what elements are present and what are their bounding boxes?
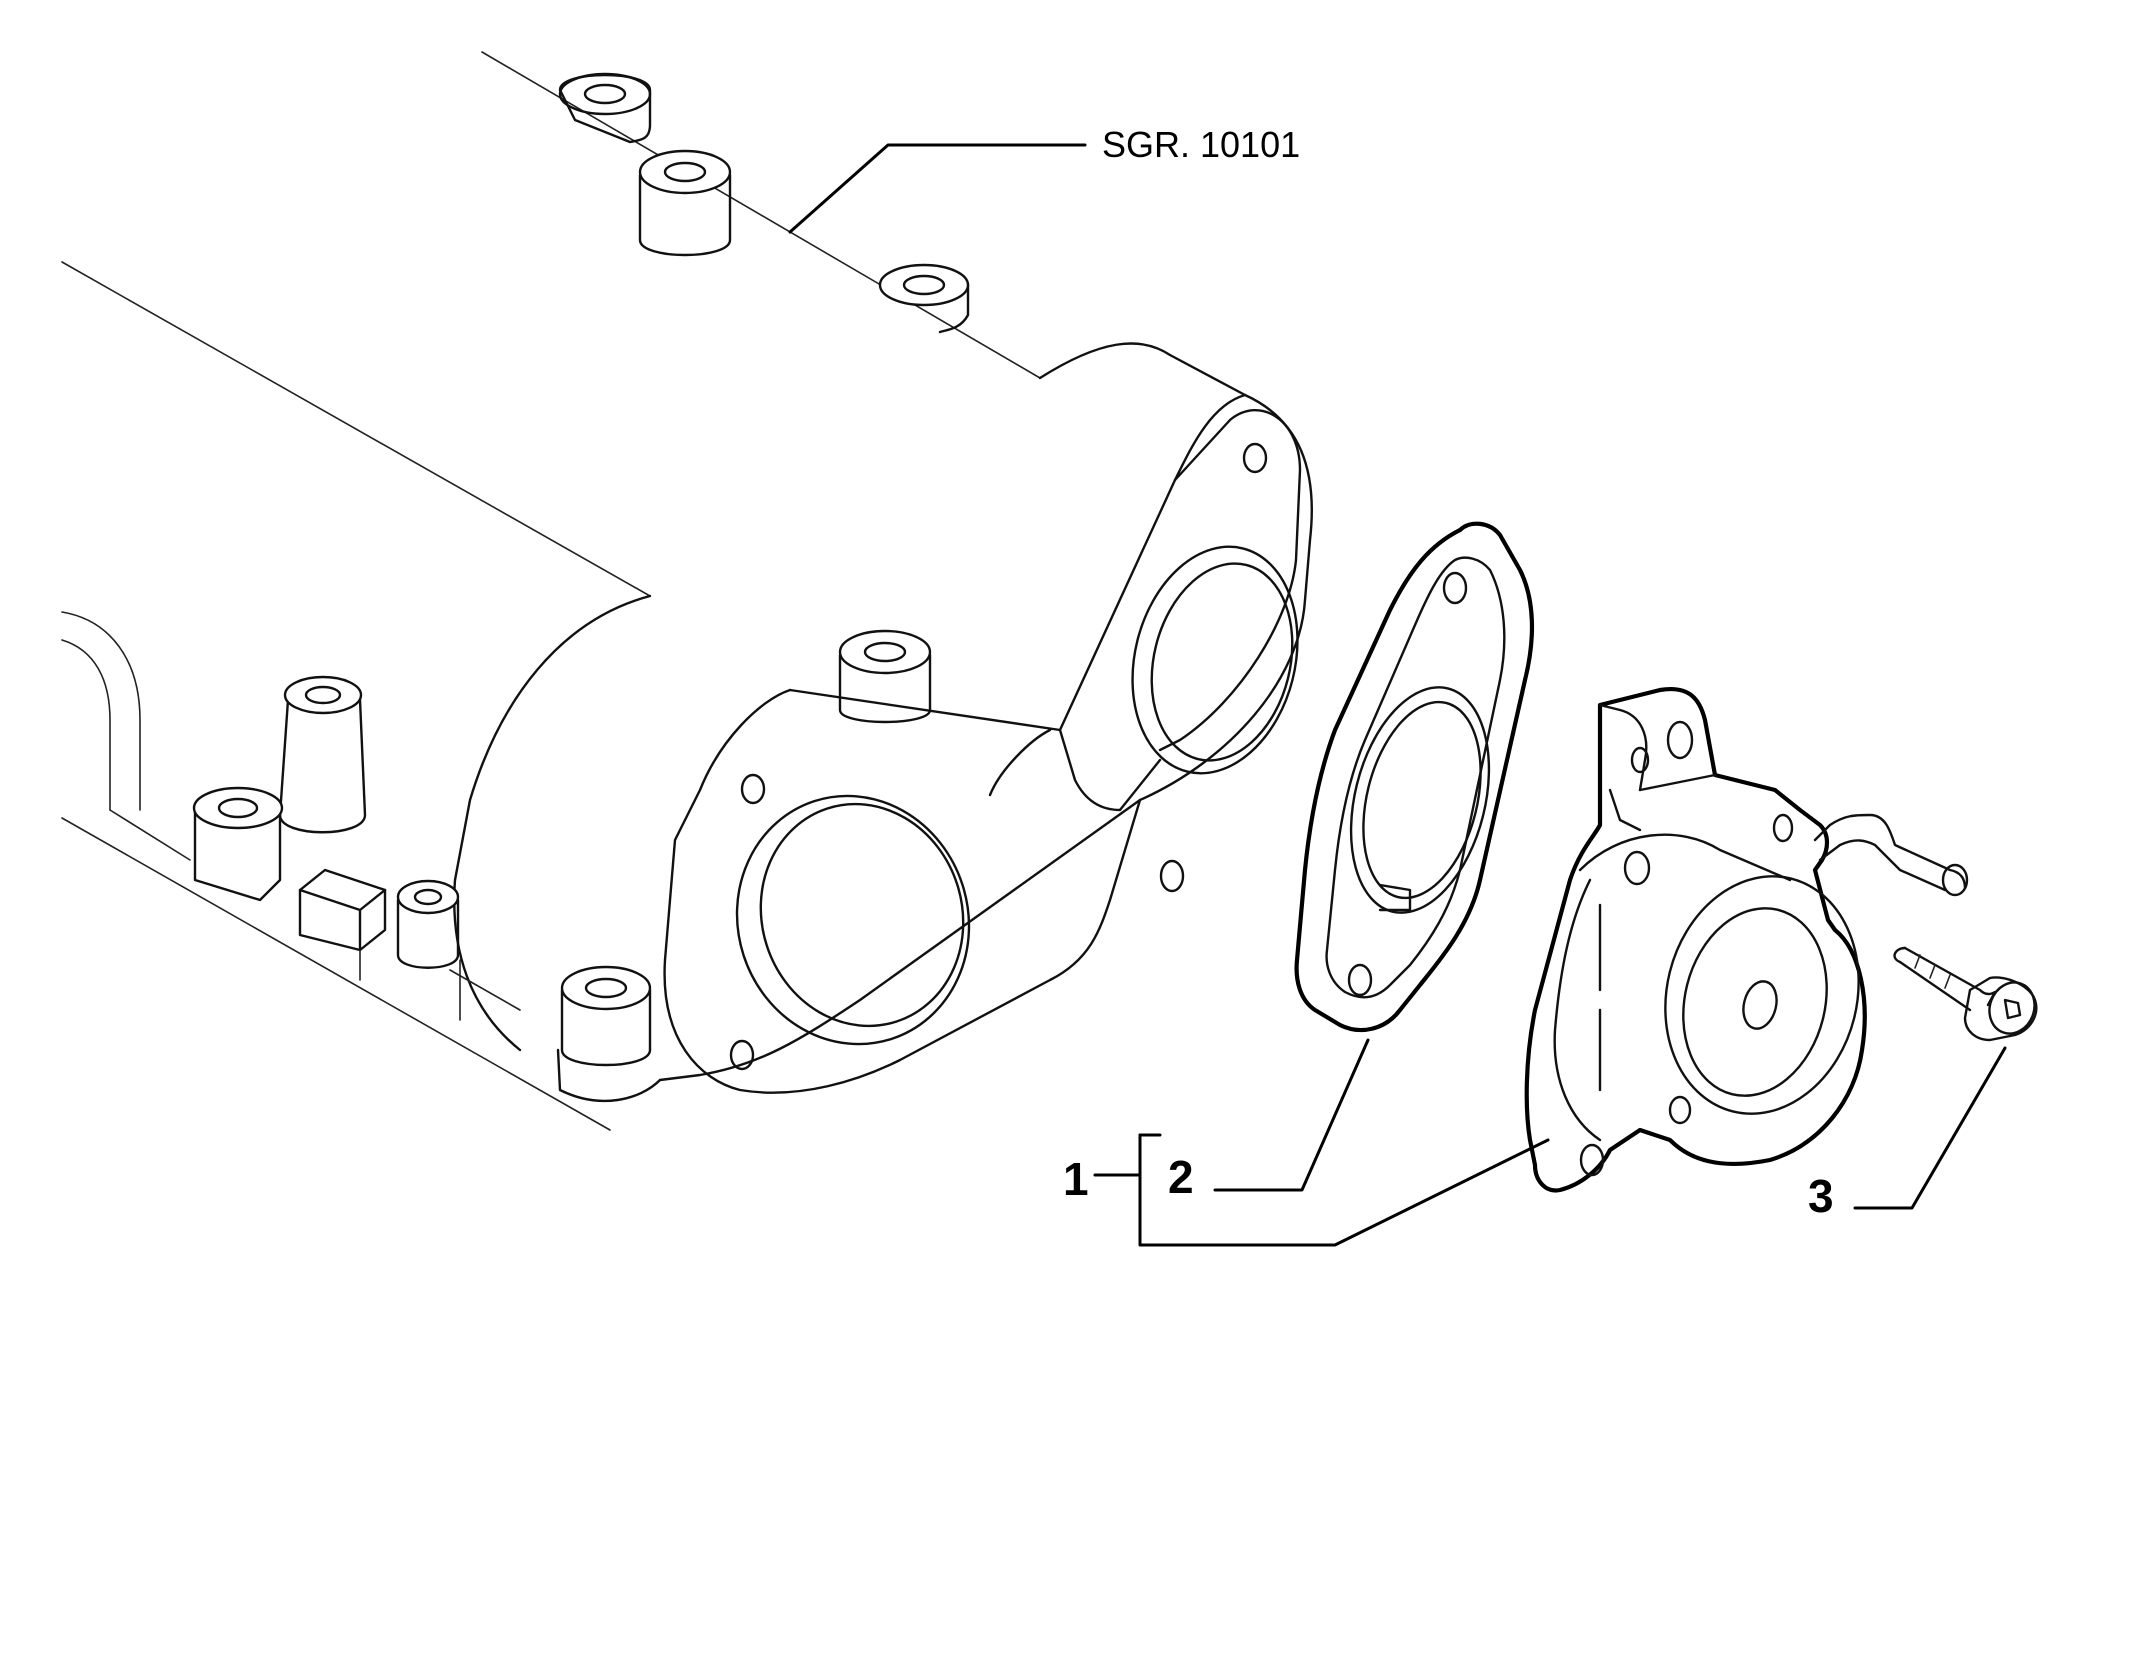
reference-leader	[788, 143, 1087, 234]
callout-1-bracket	[1138, 1138, 1550, 1247]
callout-3-leader	[1853, 1046, 2007, 1210]
boss-top-3	[878, 263, 970, 334]
screw-part	[1893, 946, 2038, 1042]
boss-left-2	[192, 786, 284, 902]
boss-bottom	[556, 965, 662, 1103]
engine-manifold-drawing	[61, 51, 1314, 1131]
callout-3: 3	[1808, 1170, 1834, 1222]
callout-2-leader	[1213, 1038, 1370, 1192]
boss-center	[838, 629, 932, 724]
reference-label: SGR. 10101	[1102, 124, 1300, 165]
boss-top-2	[638, 149, 732, 257]
boss-top-1	[558, 72, 652, 144]
valve-cover-part	[1524, 686, 1969, 1193]
boss-left-3	[396, 879, 460, 969]
gasket-part	[1294, 521, 1535, 1033]
boss-left-1	[278, 675, 367, 834]
callout-2: 2	[1168, 1151, 1194, 1203]
callout-1: 1	[1063, 1153, 1089, 1205]
leader-lines	[788, 143, 2007, 1247]
